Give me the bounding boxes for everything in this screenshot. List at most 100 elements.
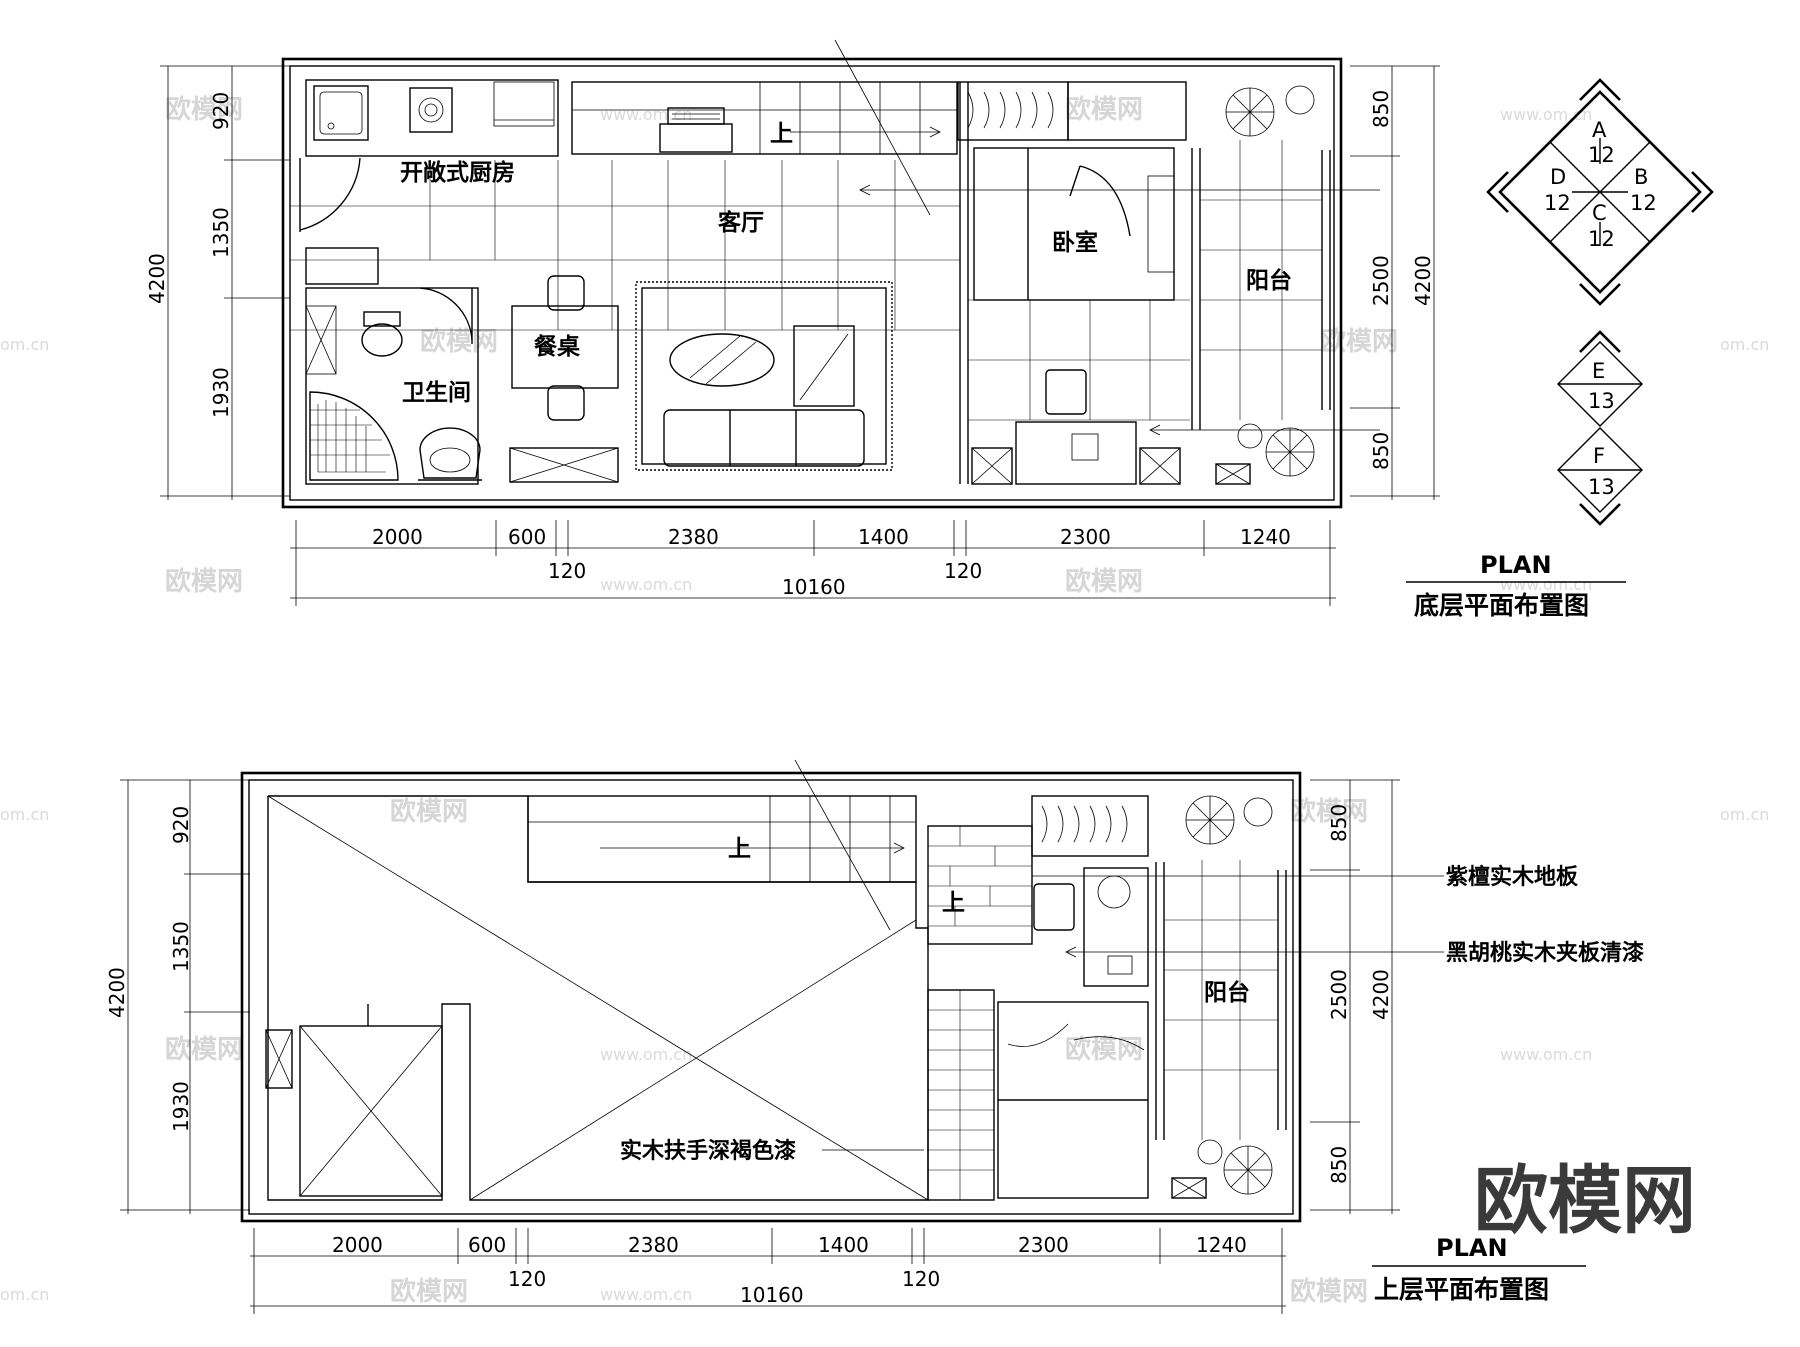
dim-label: 600 <box>468 1233 506 1257</box>
kitchen-label: 开敞式厨房 <box>400 159 515 186</box>
dim-label: 2380 <box>628 1233 679 1257</box>
living-room-label: 客厅 <box>718 209 764 236</box>
watermark-url: om.cn <box>1720 805 1769 824</box>
marker-sheet: 13 <box>1588 475 1615 499</box>
dining-table <box>509 275 619 483</box>
plant-icon <box>1197 1139 1273 1195</box>
watermark-text: 欧模网 <box>165 1034 243 1065</box>
dim-label: 850 <box>1327 1146 1351 1184</box>
dim-label: 120 <box>508 1267 546 1291</box>
dim-label: 1350 <box>169 921 193 972</box>
dim-label: 920 <box>169 806 193 844</box>
coffee-table-icon <box>669 333 775 387</box>
watermark-url: om.cn <box>0 335 49 354</box>
upper-stair <box>527 759 917 931</box>
bathroom-block <box>305 247 482 485</box>
dim-total-label: 4200 <box>1369 969 1393 1020</box>
watermark-text: 欧模网 <box>1290 796 1368 827</box>
floor-tile-grid <box>290 160 960 331</box>
watermark-url: www.om.cn <box>600 1285 692 1304</box>
kitchen-counter <box>305 79 559 157</box>
stair-up-label: 上 <box>942 890 965 916</box>
note-floor-material: 紫檀实木地板 <box>1446 864 1579 890</box>
note-panel-material: 黑胡桃实木夹板清漆 <box>1446 940 1644 966</box>
elevation-marker-e: E 13 <box>1557 330 1643 427</box>
marker-letter: C <box>1592 201 1607 225</box>
shower-tray-icon <box>309 391 399 481</box>
bedroom-label: 卧室 <box>1052 229 1098 256</box>
dim-label: 120 <box>548 559 586 583</box>
fireplace-icon <box>659 107 733 153</box>
dim-label: 120 <box>902 1267 940 1291</box>
dim-label: 850 <box>1327 804 1351 842</box>
dim-label: 600 <box>508 525 546 549</box>
watermark-url: www.om.cn <box>600 575 692 594</box>
watermark-url: www.om.cn <box>1500 575 1592 594</box>
brand-watermark: 欧模网 <box>1474 1158 1696 1244</box>
dimension-left: 920 1350 1930 4200 <box>105 779 250 1214</box>
watermark-text: 欧模网 <box>390 1276 468 1307</box>
dimension-left: 920 1350 1930 4200 <box>145 65 290 500</box>
plan-title-en: PLAN <box>1480 551 1552 579</box>
marker-letter: D <box>1550 165 1566 189</box>
note-handrail-material: 实木扶手深褐色漆 <box>620 1138 796 1164</box>
stair-wall-block <box>571 81 958 155</box>
dim-label: 1930 <box>169 1081 193 1132</box>
armchair-icon <box>793 325 855 407</box>
bedroom-block <box>957 81 1190 485</box>
wardrobe-icon <box>1031 795 1149 857</box>
bathroom-door-swing <box>419 287 473 341</box>
marker-sheet: 12 <box>1588 227 1615 251</box>
dim-label: 2000 <box>372 525 423 549</box>
bed-icon <box>973 147 1175 301</box>
marker-letter: E <box>1592 359 1605 383</box>
plant-icon <box>1225 85 1315 137</box>
watermark-text: 欧模网 <box>1065 94 1143 125</box>
washbasin-icon <box>418 427 482 481</box>
dim-label: 2500 <box>1327 969 1351 1020</box>
chair-icon <box>1033 883 1075 931</box>
watermark-text: 欧模网 <box>420 326 498 357</box>
dim-label: 850 <box>1369 432 1393 470</box>
elevation-index-markers: A 12 D 12 B 12 C 12 E 13 F 13 <box>1486 78 1714 526</box>
chair-icon <box>547 385 585 421</box>
dim-label: 920 <box>209 92 233 130</box>
watermark-text: 欧模网 <box>390 796 468 827</box>
stair-treads <box>759 39 941 216</box>
watermark-text: 欧模网 <box>1065 1034 1143 1065</box>
watermark-url: om.cn <box>0 805 49 824</box>
desk-icon <box>1083 867 1149 987</box>
dimension-bottom: 2000 600 2380 1400 2300 1240 120 120 101… <box>290 520 1336 606</box>
inner-wall-line <box>289 65 1335 501</box>
bathroom-label: 卫生间 <box>402 380 471 406</box>
section-arrows <box>859 184 1380 436</box>
lower-floor-plan: 开敞式厨房 上 <box>145 39 1626 620</box>
inner-wall-line <box>248 779 1294 1215</box>
plan-title-cn: 底层平面布置图 <box>1414 591 1589 620</box>
toilet-icon <box>361 323 403 357</box>
dim-label: 1350 <box>209 207 233 258</box>
dim-label: 1400 <box>818 1233 869 1257</box>
dim-label: 2500 <box>1369 255 1393 306</box>
dim-label: 1930 <box>209 367 233 418</box>
dim-label: 2300 <box>1060 525 1111 549</box>
dimension-right: 850 2500 850 4200 <box>1310 779 1400 1214</box>
marker-sheet: 13 <box>1588 389 1615 413</box>
watermark-url: www.om.cn <box>1500 1045 1592 1064</box>
dim-label: 1240 <box>1240 525 1291 549</box>
watermark-text: 欧模网 <box>165 566 243 597</box>
elevation-marker-abcd: A 12 D 12 B 12 C 12 <box>1486 78 1714 306</box>
dim-label: 2300 <box>1018 1233 1069 1257</box>
wardrobe-icon <box>957 81 1069 141</box>
stair-up-label: 上 <box>728 836 751 862</box>
watermark-url: om.cn <box>0 1285 49 1304</box>
dim-label: 120 <box>944 559 982 583</box>
note-leaders <box>822 875 1444 1151</box>
stair-up-label: 上 <box>770 121 793 147</box>
dim-total-label: 10160 <box>740 1283 804 1307</box>
marker-sheet: 12 <box>1544 191 1571 215</box>
dim-label: 1240 <box>1196 1233 1247 1257</box>
wood-floor-strips <box>927 825 1033 1201</box>
plant-icon <box>1185 795 1273 845</box>
watermark-text: 欧模网 <box>1065 566 1143 597</box>
